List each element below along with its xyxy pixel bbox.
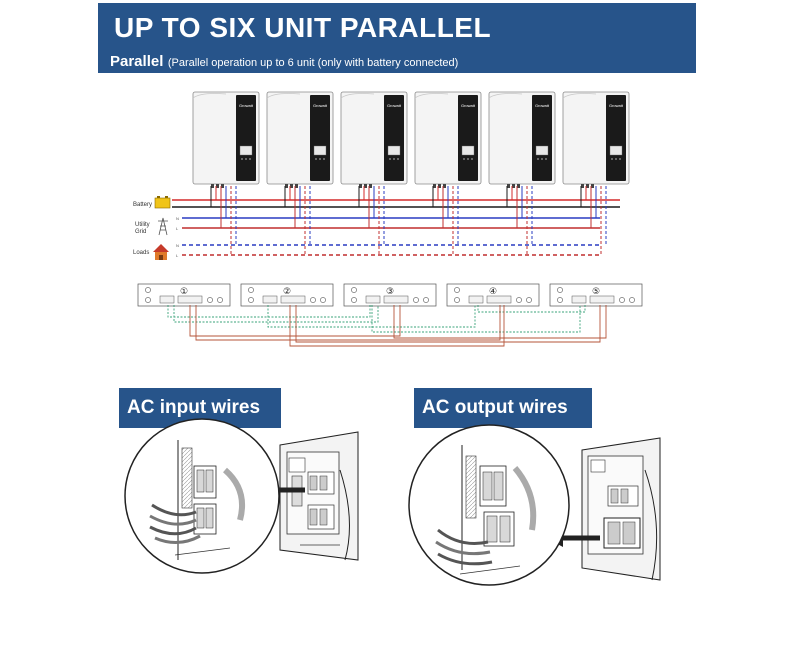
brand-label: Growatt [609,103,624,108]
house-icon [153,244,169,260]
parallel-board: ③ [343,283,437,307]
utility-label-1: Utility [135,222,150,228]
parallel-board: ⑤ [549,283,643,307]
board-number: ⑤ [592,287,600,297]
utility-label-2: Grid [135,229,146,235]
brand-label: Growatt [461,103,476,108]
ac-input-illustration [124,418,359,574]
load-bus-lines [182,244,600,256]
svg-text:N: N [176,216,179,221]
brand-label: Growatt [239,103,254,108]
inverter-unit: Growatt [488,91,556,188]
loads-label: Loads [133,250,149,256]
inverter-unit: Growatt [562,91,630,188]
inverter-unit: Growatt [414,91,482,188]
inverter-units: Growatt Growatt Growatt Growatt Growatt Growa… [192,91,630,188]
svg-text:L: L [176,226,179,231]
brand-label: Growatt [535,103,550,108]
parallel-board: ① [137,283,231,307]
grid-bus-lines [182,217,600,229]
page-subtitle: Parallel (Parallel operation up to 6 uni… [110,53,458,71]
parallel-board: ② [240,283,334,307]
board-number: ③ [386,287,394,297]
parallel-boards: ① ② ③ ④ ⑤ [137,283,643,307]
inverter-drop-wires [210,186,607,255]
board-number: ④ [489,287,497,297]
page-title: UP TO SIX UNIT PARALLEL [114,12,492,43]
svg-text:L: L [176,253,179,258]
brand-label: Growatt [313,103,328,108]
battery-icon [154,196,171,209]
subtitle-note: (Parallel operation up to 6 unit (only w… [167,57,459,69]
svg-text:N: N [176,243,179,248]
board-number: ① [180,287,188,297]
ac-output-label: AC output wires [414,388,592,428]
subtitle-main: Parallel [110,53,164,70]
battery-label: Battery [133,202,152,208]
utility-tower-icon [158,217,168,236]
battery-bus-lines [172,199,620,208]
inverter-unit: Growatt [340,91,408,188]
ac-output-illustration [408,424,661,586]
parallel-link-wires [167,305,607,347]
brand-label: Growatt [387,103,402,108]
inverter-unit: Growatt [192,91,260,188]
board-number: ② [283,287,291,297]
parallel-board: ④ [446,283,540,307]
inverter-unit: Growatt [266,91,334,188]
header-banner: UP TO SIX UNIT PARALLEL Parallel (Parall… [98,3,696,73]
